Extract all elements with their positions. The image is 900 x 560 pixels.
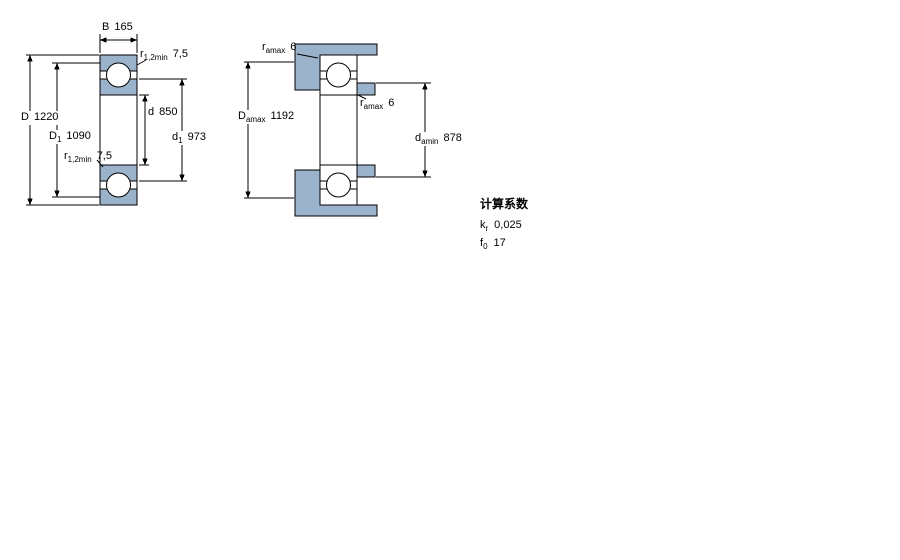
- bearing-dimension-figure: [26, 34, 187, 206]
- dim-subscript: 1,2min: [143, 53, 168, 63]
- dim-label-D: D 1220: [19, 111, 61, 126]
- dim-label-ra-top: ramax 6: [262, 41, 296, 55]
- dim-value: 973: [187, 131, 206, 143]
- dim-subscript: 1: [56, 135, 62, 145]
- dim-value: 7,5: [96, 150, 112, 162]
- dim-subscript: amax: [245, 115, 266, 125]
- dim-symbol: D: [49, 130, 57, 142]
- factor-symbol: f: [480, 237, 484, 249]
- dim-symbol: D: [238, 110, 246, 122]
- factor-symbol: k: [480, 219, 486, 231]
- dim-subscript: 1: [178, 136, 183, 146]
- dim-value: 1090: [66, 130, 91, 142]
- dim-subscript: amin: [421, 137, 439, 147]
- dim-value: 1192: [270, 110, 295, 122]
- dim-symbol: d: [415, 132, 422, 144]
- dim-label-ra-mid: ramax 6: [360, 97, 394, 111]
- factor-value: 17: [493, 237, 506, 249]
- shaft-shoulder-top: [356, 82, 376, 96]
- dim-value: 7,5: [172, 48, 188, 60]
- ball-bottom-right-icon: [326, 172, 351, 198]
- dim-label-D1: D1 1090: [47, 130, 93, 145]
- dim-symbol: d: [172, 131, 179, 143]
- dimension-lines-left: [26, 34, 187, 206]
- dim-symbol: r: [64, 150, 68, 162]
- factor-subscript: r: [485, 224, 489, 234]
- dim-symbol: D: [21, 111, 29, 123]
- dim-value: 850: [159, 106, 178, 118]
- ball-top-right-icon: [326, 62, 351, 88]
- dim-label-d1: d1 973: [170, 131, 208, 146]
- dim-symbol: d: [148, 106, 155, 118]
- dim-symbol: r: [360, 97, 364, 109]
- dim-value: 165: [114, 21, 133, 33]
- ball-bottom-icon: [106, 172, 131, 198]
- dim-subscript: amax: [265, 46, 286, 56]
- dim-label-Da-max: Damax 1192: [236, 110, 297, 125]
- ball-top-icon: [106, 62, 131, 88]
- dim-label-r-top: r1,2min 7,5: [140, 48, 188, 62]
- dim-subscript: amax: [363, 102, 384, 112]
- dim-label-B: B 165: [102, 21, 133, 35]
- dim-symbol: r: [262, 41, 266, 53]
- factor-row-f0: f0 17: [480, 237, 506, 251]
- calculation-factors-title: 计算系数: [480, 197, 529, 211]
- dimension-lines-right: [244, 53, 431, 199]
- factor-row-kr: kr 0,025: [480, 219, 522, 233]
- dim-value: 6: [388, 97, 395, 109]
- shaft-shoulder-bottom: [356, 164, 376, 178]
- dim-value: 878: [443, 132, 462, 144]
- factor-subscript: 0: [483, 242, 488, 252]
- dim-label-da-min: damin 878: [413, 132, 464, 147]
- factor-value: 0,025: [494, 219, 522, 231]
- dim-value: 1220: [33, 111, 59, 123]
- abutment-figure: [244, 43, 431, 217]
- dim-label-d: d 850: [148, 106, 177, 120]
- dim-subscript: 1,2min: [67, 155, 92, 165]
- dim-symbol: r: [140, 48, 144, 60]
- dim-symbol: B: [102, 21, 110, 33]
- dim-value: 6: [290, 41, 297, 53]
- dim-label-r-left: r1,2min 7,5: [64, 150, 112, 164]
